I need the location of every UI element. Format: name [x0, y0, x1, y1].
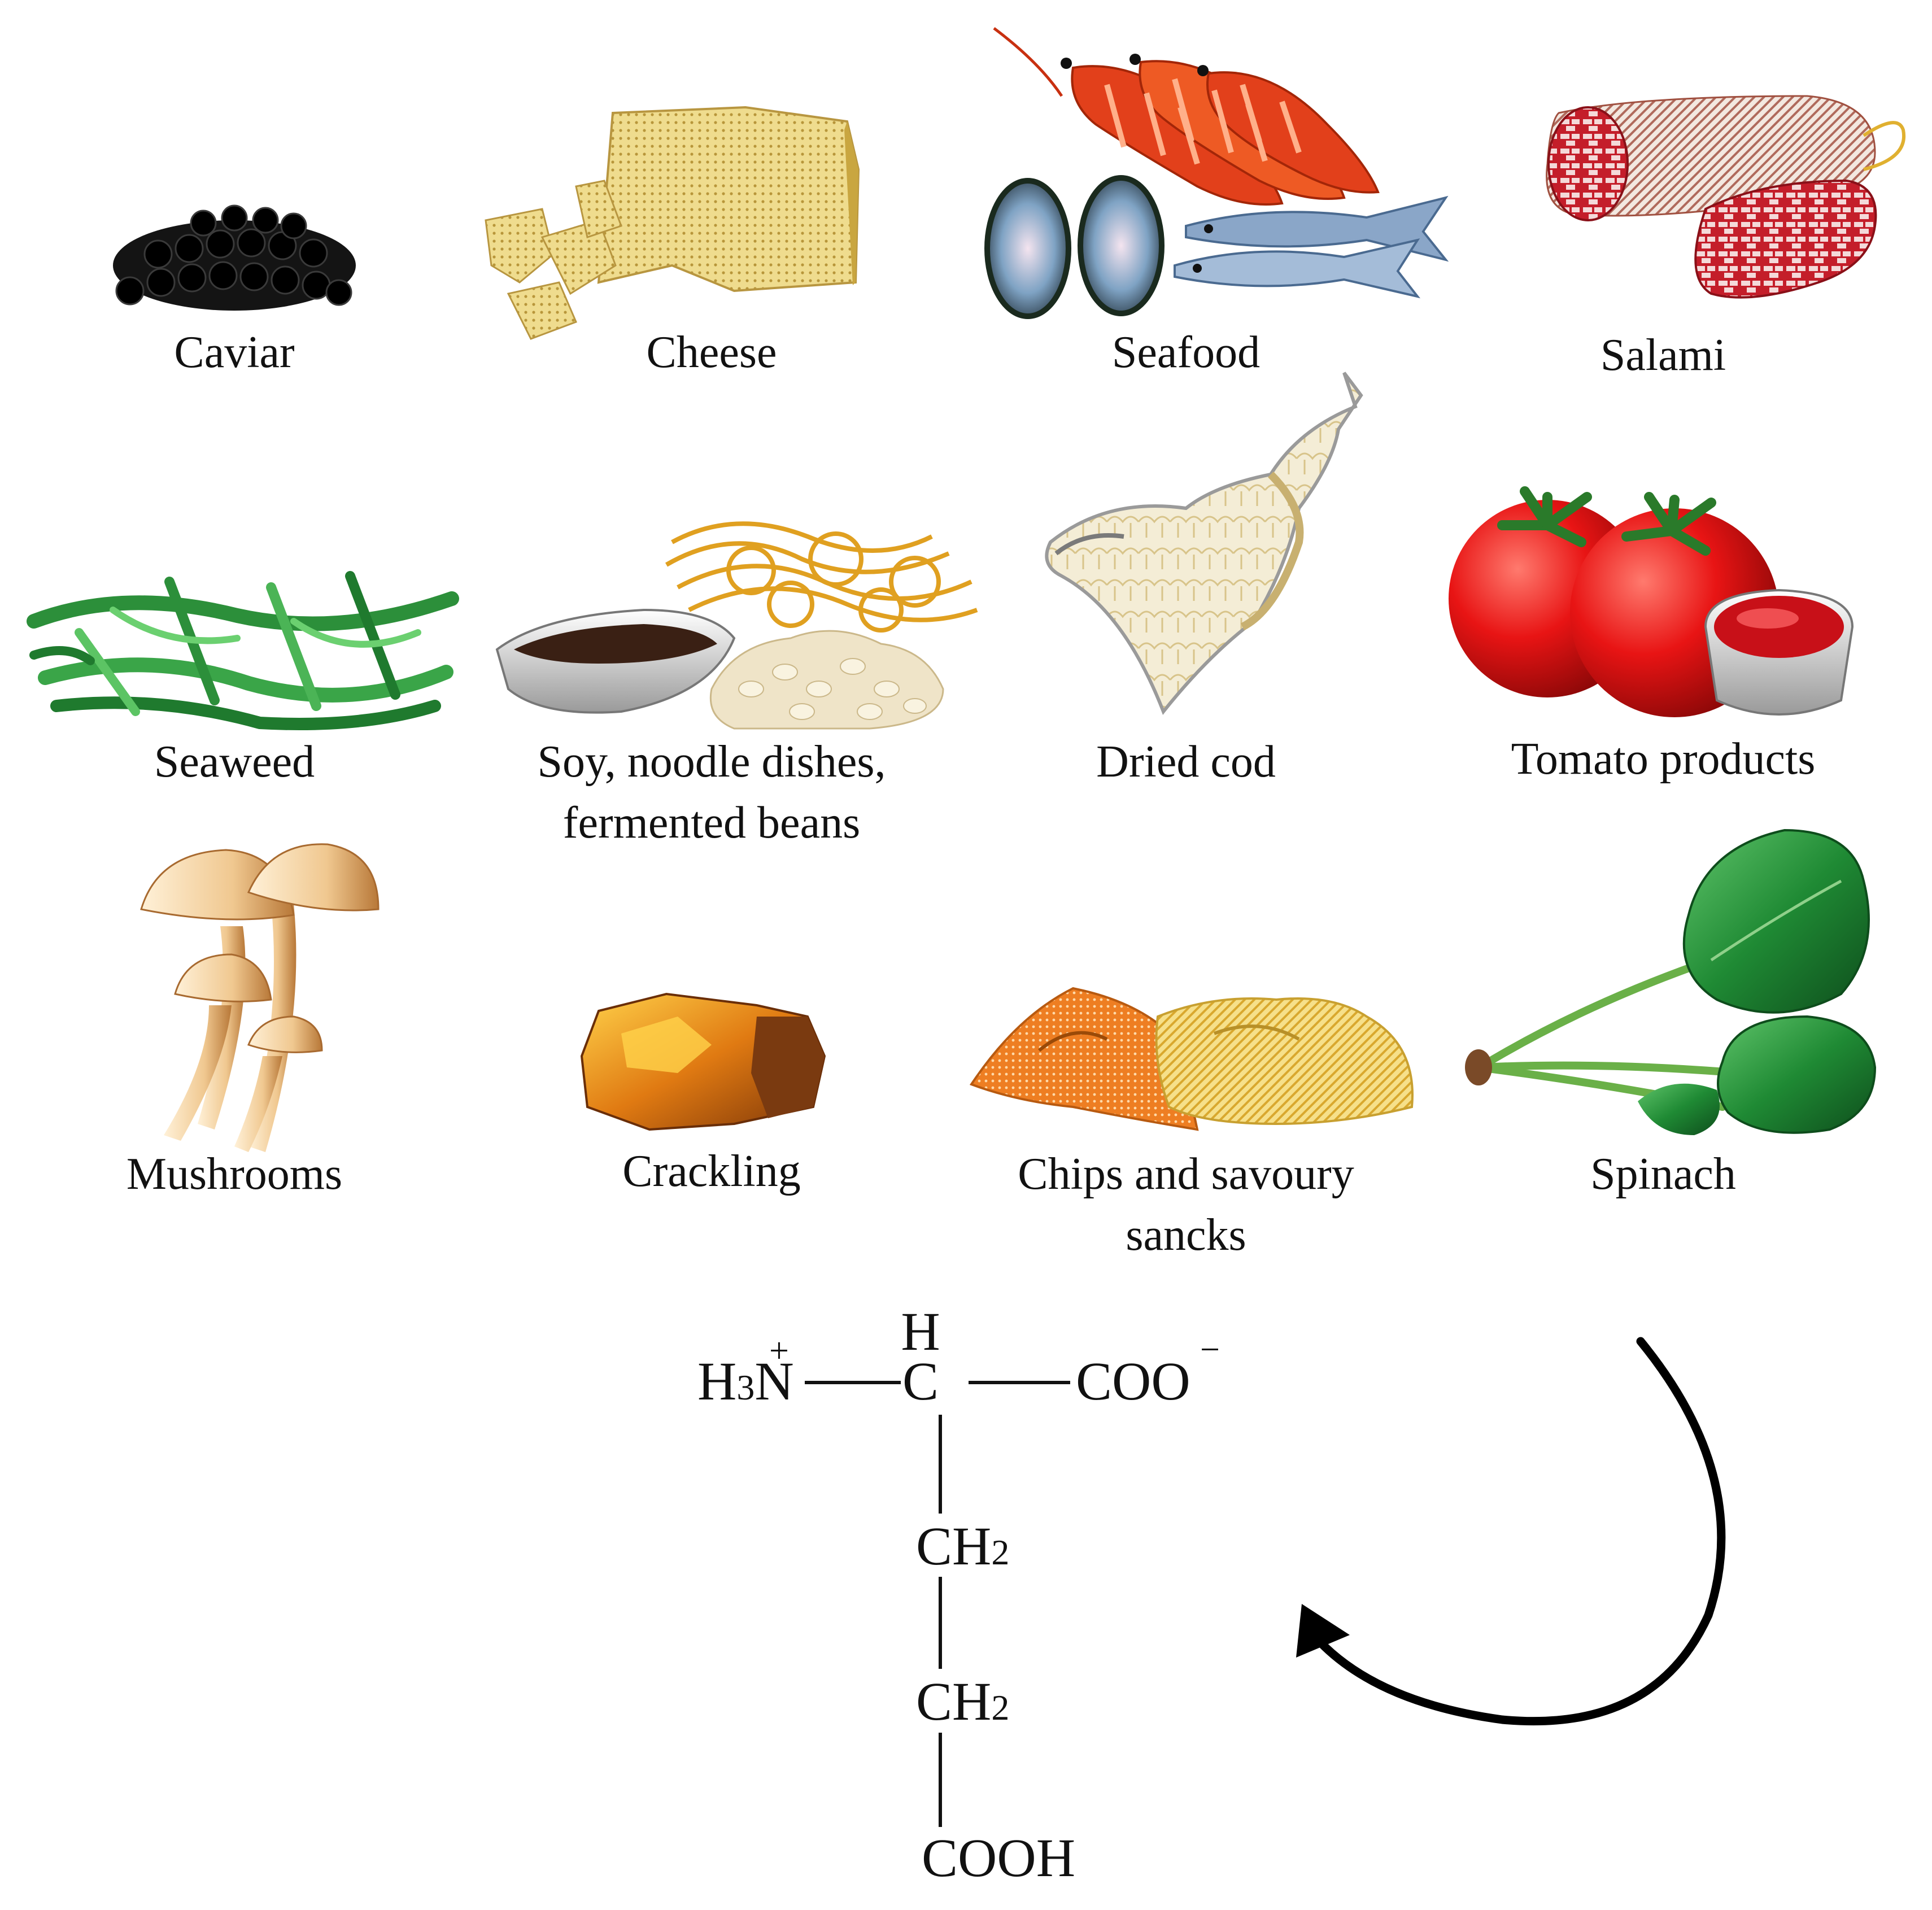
- alpha-carbon: C: [902, 1351, 939, 1411]
- food-label-tomato-products: Tomato products: [1511, 734, 1816, 784]
- glutamate-structure: H3N + H C COO − CH2 CH2 COOH: [697, 1301, 1220, 1888]
- food-label-crackling: Crackling: [622, 1146, 800, 1196]
- methylene-1: CH2: [916, 1516, 1009, 1576]
- caviar-icon: [113, 204, 356, 311]
- carboxylate-group: COO: [1076, 1351, 1190, 1411]
- soy-noodles-icon: [495, 521, 978, 730]
- food-label-mushrooms: Mushrooms: [127, 1149, 342, 1199]
- food-label-soy-line1: Soy, noodle dishes,: [537, 737, 886, 787]
- seaweed-icon: [27, 571, 459, 730]
- alpha-hydrogen: H: [901, 1301, 940, 1362]
- food-label-dried-cod: Dried cod: [1096, 737, 1276, 787]
- cheese-icon: [485, 106, 860, 340]
- tomato-icon: [1449, 486, 1854, 717]
- crackling-icon: [580, 992, 826, 1131]
- food-label-seafood: Seafood: [1112, 328, 1260, 377]
- food-label-seaweed: Seaweed: [154, 737, 315, 787]
- food-label-chips-line2: sancks: [1126, 1210, 1246, 1260]
- salami-icon: [1546, 95, 1906, 299]
- food-label-spinach: Spinach: [1590, 1149, 1736, 1199]
- arrow-head-icon: [1296, 1604, 1350, 1658]
- curved-arrow: [1296, 1337, 1726, 1726]
- mushroom-icon: [140, 843, 380, 1152]
- chips-icon: [969, 987, 1414, 1131]
- methylene-2: CH2: [916, 1671, 1009, 1732]
- food-label-soy-line2: fermented beans: [563, 798, 860, 848]
- spinach-icon: [1465, 828, 1877, 1135]
- food-label-salami: Salami: [1600, 330, 1726, 380]
- dried-cod-icon: [1045, 372, 1363, 715]
- carboxylate-charge: −: [1200, 1331, 1220, 1369]
- side-chain-carboxyl: COOH: [922, 1828, 1075, 1888]
- seafood-icon: [984, 27, 1449, 319]
- amine-charge: +: [769, 1332, 789, 1370]
- food-label-caviar: Caviar: [174, 328, 294, 377]
- amine-group: H3N: [697, 1351, 794, 1411]
- food-label-cheese: Cheese: [646, 328, 777, 377]
- food-label-chips-line1: Chips and savoury: [1018, 1149, 1354, 1199]
